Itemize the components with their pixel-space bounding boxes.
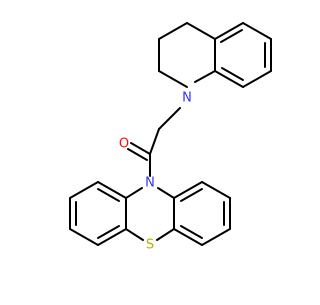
bond xyxy=(214,70,244,88)
bond xyxy=(158,70,188,88)
sulfur-atom-label: S xyxy=(146,238,154,253)
bond-inner xyxy=(220,29,243,43)
bond xyxy=(194,70,216,83)
bond xyxy=(125,187,143,199)
bond xyxy=(173,181,203,199)
bond xyxy=(97,181,127,199)
bond xyxy=(201,181,231,199)
bond xyxy=(69,181,99,199)
bond-inner xyxy=(180,188,203,202)
molecule-structure: N O N S xyxy=(69,22,272,253)
bond-layer xyxy=(69,22,272,246)
bond xyxy=(125,228,144,241)
bond xyxy=(201,228,231,246)
bond xyxy=(173,228,203,246)
nitrogen-atom-label: N xyxy=(145,176,155,191)
bond xyxy=(242,22,272,40)
oxygen-atom-label: O xyxy=(119,137,129,152)
bond-inner xyxy=(221,67,244,81)
bond xyxy=(149,128,160,155)
bond xyxy=(214,22,244,40)
bond xyxy=(158,107,181,130)
bond xyxy=(97,228,127,246)
structure-canvas: N O N S xyxy=(69,22,272,253)
bond xyxy=(130,142,151,155)
bond xyxy=(156,228,175,241)
nitrogen-atom-label: N xyxy=(182,91,192,106)
bond-inner xyxy=(180,225,203,239)
bond-inner xyxy=(97,188,120,202)
bond xyxy=(186,22,216,40)
bond xyxy=(127,148,148,161)
bond xyxy=(242,70,272,88)
bond xyxy=(157,187,175,199)
bond xyxy=(158,22,188,40)
bond xyxy=(69,228,99,246)
bond-inner xyxy=(97,225,120,239)
